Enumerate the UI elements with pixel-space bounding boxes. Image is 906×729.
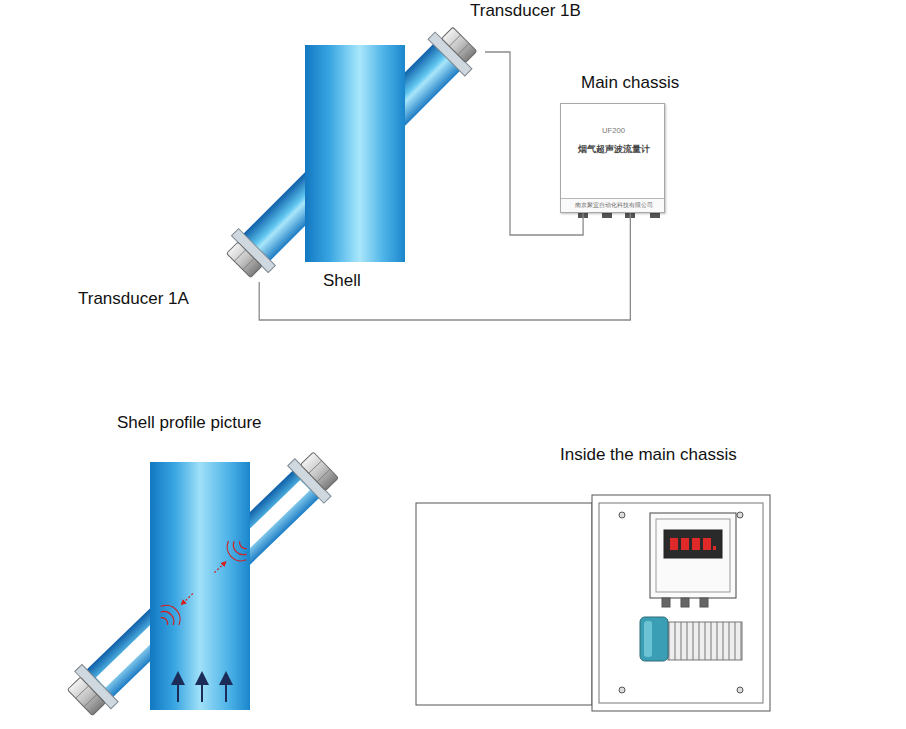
- maker-text: 南京聚宜自动化科技有限公司: [561, 202, 666, 209]
- section-title: Inside the main chassis: [560, 445, 737, 465]
- section-title: Shell profile picture: [117, 413, 262, 433]
- transducer-label: Transducer 1B: [470, 1, 581, 21]
- sound-waves: [155, 536, 252, 631]
- profile-pipe: [62, 446, 344, 721]
- profile-shell: [150, 462, 250, 710]
- transducer-1b: Transducer 1B: [425, 25, 485, 85]
- product-name: 烟气超声波流量计: [561, 144, 666, 155]
- model-text: UF200: [561, 126, 666, 136]
- shell: Shell: [305, 45, 405, 262]
- main-chassis: Main chassisUF200烟气超声波流量计南京聚宜自动化科技有限公司: [560, 103, 665, 213]
- transducer-1a: Transducer 1A: [222, 222, 282, 282]
- flow-arrows: [178, 678, 226, 702]
- diagonal-pipe: [220, 21, 483, 284]
- display-digits: [670, 538, 716, 550]
- chassis-label: Main chassis: [581, 73, 679, 93]
- transducer-label: Transducer 1A: [78, 289, 189, 309]
- shell-label: Shell: [323, 271, 361, 291]
- chassis-interior: [416, 495, 770, 711]
